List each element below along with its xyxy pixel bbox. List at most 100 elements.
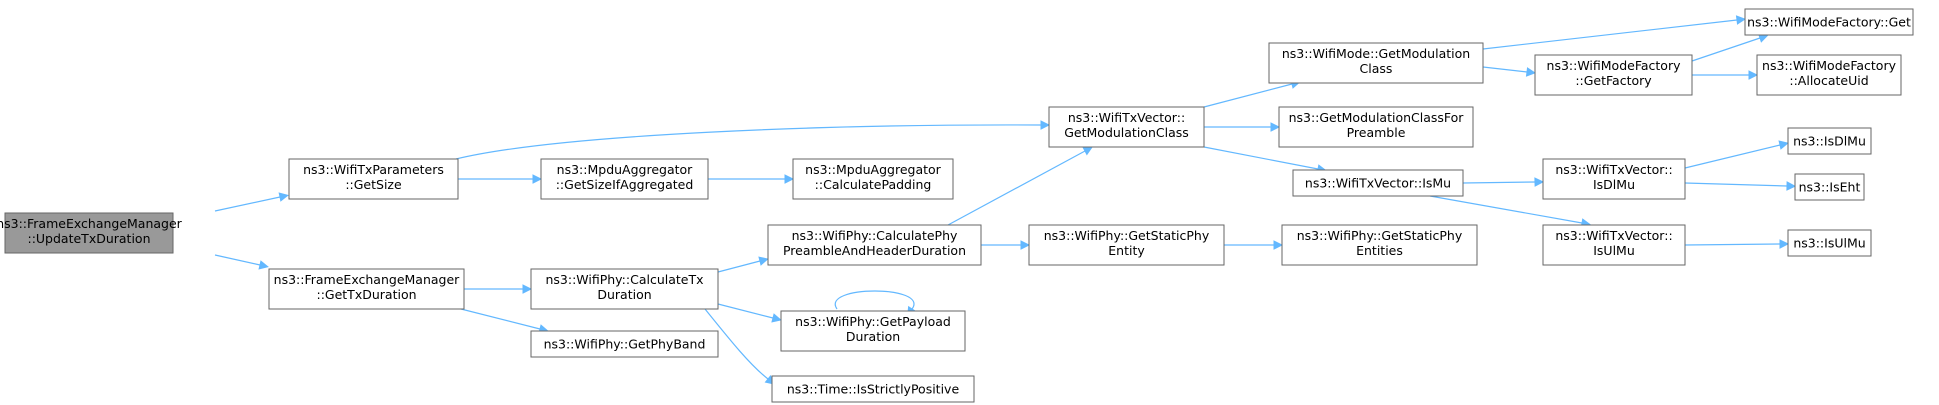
node-isulmu[interactable]: ns3::IsUlMu [1787, 229, 1872, 257]
node-box [771, 375, 975, 403]
node-time-pos[interactable]: ns3::Time::IsStrictlyPositive [771, 375, 975, 403]
node-txv-getmod[interactable]: ns3::WifiTxVector::GetModulationClass [1048, 106, 1205, 148]
node-factory-getfac[interactable]: ns3::WifiModeFactory::GetFactory [1534, 54, 1693, 96]
edge-arrowhead [522, 284, 533, 294]
edge-arrowhead [784, 174, 795, 184]
edge-txv_getmod-to-txv_ismu [1203, 146, 1328, 174]
node-label-line: ns3::MpduAggregator [557, 162, 694, 177]
node-label-line: ns3::GetModulationClassFor [1289, 110, 1465, 125]
node-label-line: ns3::WifiTxParameters [303, 162, 444, 177]
node-box [1278, 106, 1474, 148]
node-box [1756, 54, 1902, 96]
node-box [1028, 224, 1225, 266]
node-phy-getband[interactable]: ns3::WifiPhy::GetPhyBand [530, 330, 719, 358]
node-label-line: ns3::WifiTxVector:: [1068, 110, 1185, 125]
node-phy-calcpre[interactable]: ns3::WifiPhy::CalculatePhyPreambleAndHea… [767, 224, 982, 266]
node-label-line: ::GetTxDuration [316, 287, 416, 302]
node-label-line: ns3::WifiPhy::GetPayload [795, 314, 951, 329]
node-txv-isdlmu[interactable]: ns3::WifiTxVector::IsDlMu [1542, 158, 1686, 200]
edge-arrowhead [1525, 67, 1536, 77]
node-label-line: ns3::WifiPhy::CalculatePhy [792, 228, 958, 243]
node-box [1542, 158, 1686, 200]
edge-txv_ismu-to-txv_isdlmu [1462, 177, 1545, 187]
node-label-line: ::GetSizeIfAggregated [556, 177, 694, 192]
edge-line [214, 254, 261, 266]
node-mpdu-getsize[interactable]: ns3::MpduAggregator::GetSizeIfAggregated [540, 158, 709, 200]
node-txv-isulmu[interactable]: ns3::WifiTxVector::IsUlMu [1542, 224, 1686, 266]
edge-line [1691, 37, 1761, 62]
edge-mpdu_getsize-to-mpdu_calcpad [708, 174, 795, 184]
node-label-line: Entity [1108, 243, 1145, 258]
node-txv-ismu[interactable]: ns3::WifiTxVector::IsMu [1292, 169, 1464, 197]
edge-arrowhead [532, 174, 543, 184]
edge-mode_getmod-to-factory_getfac [1482, 66, 1536, 77]
node-mode-getmod[interactable]: ns3::WifiMode::GetModulationClass [1268, 42, 1484, 84]
node-label-line: ::UpdateTxDuration [27, 231, 150, 246]
node-label-line: ns3::WifiPhy::GetPhyBand [544, 337, 706, 352]
node-label-line: GetModulationClass [1064, 125, 1189, 140]
edge-arrowhead [1748, 70, 1759, 80]
node-box [767, 224, 982, 266]
call-graph-nodes: ns3::FrameExchangeManager::UpdateTxDurat… [0, 8, 1914, 403]
node-label-line: Duration [846, 329, 900, 344]
edge-mode_getmod-to-factory_get [1482, 15, 1746, 50]
node-label-line: ns3::WifiTxVector:: [1555, 162, 1672, 177]
edge-line [1482, 66, 1528, 73]
edge-line [1429, 195, 1583, 224]
node-txparams-getsize[interactable]: ns3::WifiTxParameters::GetSize [288, 158, 459, 200]
node-box [288, 158, 459, 200]
edge-fem_gettx-to-phy_getband [460, 308, 549, 334]
edge-fem_gettx-to-phy_calctx [464, 284, 533, 294]
node-box [1281, 224, 1478, 266]
node-label-line: ::GetFactory [1575, 73, 1652, 88]
edge-phy_calcpre-to-txv_getmod [947, 146, 1093, 226]
node-factory-alloc[interactable]: ns3::WifiModeFactory::AllocateUid [1756, 54, 1902, 96]
node-box [530, 330, 719, 358]
node-label-line: Preamble [1347, 125, 1406, 140]
edge-txv_isdlmu-to-iseht [1684, 181, 1797, 191]
edge-arrowhead [1270, 122, 1281, 132]
node-label-line: ns3::FrameExchangeManager [0, 216, 183, 231]
node-label-line: ns3::WifiPhy::GetStaticPhy [1297, 228, 1463, 243]
edge-line [455, 124, 1042, 160]
edge-arrowhead [758, 256, 769, 266]
node-label-line: ::CalculatePadding [815, 177, 932, 192]
node-box [1534, 54, 1693, 96]
node-label-line: ns3::Time::IsStrictlyPositive [787, 382, 960, 397]
node-label-line: ns3::WifiModeFactory [1547, 58, 1682, 73]
node-box [1787, 229, 1872, 257]
edge-txv_isulmu-to-isulmu [1684, 239, 1790, 249]
node-mpdu-calcpad[interactable]: ns3::MpduAggregator::CalculatePadding [792, 158, 954, 200]
node-label-line: ns3::WifiTxVector::IsMu [1305, 176, 1451, 191]
edge-factory_getfac-to-factory_alloc [1692, 70, 1759, 80]
node-fem-gettx[interactable]: ns3::FrameExchangeManager::GetTxDuration [268, 268, 465, 310]
node-label-line: ns3::WifiModeFactory [1762, 58, 1897, 73]
node-box [1542, 224, 1686, 266]
edge-line [947, 150, 1086, 226]
node-label-line: IsDlMu [1593, 177, 1635, 192]
node-label-line: ns3::WifiPhy::CalculateTx [545, 272, 703, 287]
edge-arrowhead [1020, 240, 1031, 250]
node-box [540, 158, 709, 200]
node-box [1787, 127, 1872, 155]
node-iseht[interactable]: ns3::IsEht [1794, 173, 1865, 201]
node-label-line: ns3::WifiModeFactory::Get [1747, 15, 1911, 30]
node-label-line: ns3::FrameExchangeManager [274, 272, 460, 287]
node-factory-get[interactable]: ns3::WifiModeFactory::Get [1744, 8, 1914, 36]
node-label-line: IsUlMu [1593, 243, 1635, 258]
edge-arrowhead [1040, 120, 1051, 130]
edge-phy_calcpre-to-phy_getstatic [981, 240, 1031, 250]
edge-arrowhead [1778, 140, 1789, 150]
node-update-tx[interactable]: ns3::FrameExchangeManager::UpdateTxDurat… [0, 212, 183, 254]
node-isdlmu[interactable]: ns3::IsDlMu [1787, 127, 1872, 155]
node-label-line: ns3::IsDlMu [1793, 134, 1866, 149]
edge-txv_isdlmu-to-isdlmu [1684, 140, 1789, 169]
node-box [1048, 106, 1205, 148]
edge-line [1482, 19, 1738, 50]
node-box [1744, 8, 1914, 36]
